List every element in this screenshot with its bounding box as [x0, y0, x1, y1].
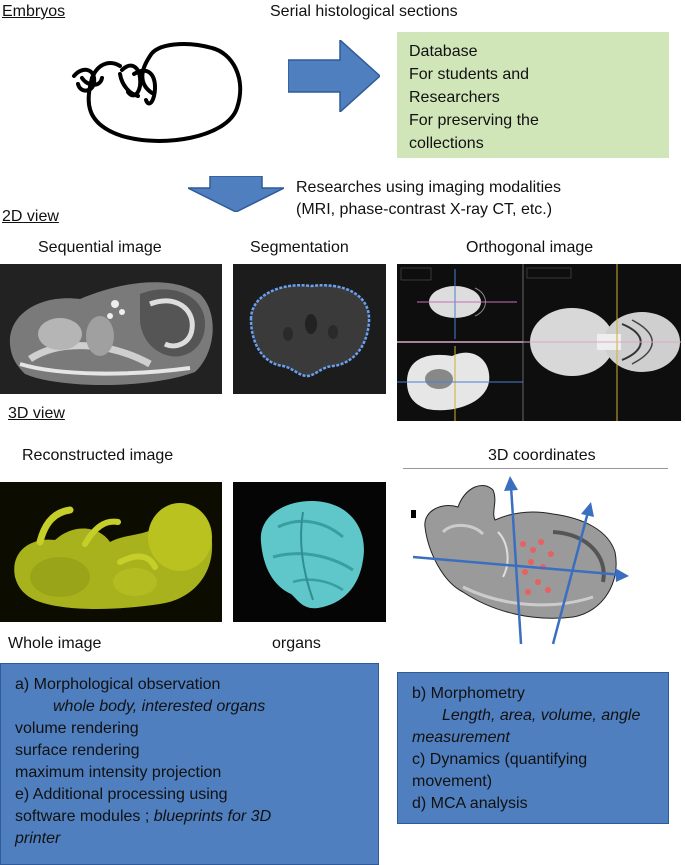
embryos-label: Embryos [2, 3, 66, 20]
segmentation-label: Segmentation [250, 239, 349, 256]
box-left-line-part: software modules ; [15, 808, 154, 825]
reconstructed-whole-image [0, 482, 222, 622]
serial-sections-label: Serial histological sections [270, 3, 458, 20]
box-left-line: software modules ; blueprints for 3D [15, 806, 364, 828]
sequential-image-label: Sequential image [38, 239, 162, 256]
morphological-box: a) Morphological observation whole body,… [0, 663, 379, 865]
coordinates-divider [403, 468, 668, 469]
box-left-line: maximum intensity projection [15, 764, 222, 781]
orthogonal-image [397, 264, 681, 421]
reconstructed-image-label: Reconstructed image [22, 447, 174, 464]
box-right-line: measurement [412, 729, 510, 746]
box-left-line: a) Morphological observation [15, 676, 221, 693]
view-2d-label: 2D view [2, 208, 59, 225]
box-left-line: volume rendering [15, 720, 139, 737]
database-line: Database [409, 43, 478, 60]
box-left-line-part: blueprints for 3D [153, 808, 272, 825]
database-line: For students and [409, 66, 530, 83]
database-line: collections [409, 135, 484, 152]
morphometry-box: b) Morphometry Length, area, volume, ang… [397, 672, 669, 824]
database-line: Researchers [409, 89, 500, 106]
coordinates-3d-label: 3D coordinates [488, 447, 596, 464]
box-right-line: Length, area, volume, angle [442, 707, 641, 724]
research-line-1: Researches using imaging modalities [296, 179, 562, 196]
right-arrow-icon [288, 40, 380, 112]
box-right-line: c) Dynamics (quantifying [412, 751, 588, 768]
box-left-line: printer [15, 830, 61, 847]
organs-image [233, 482, 386, 622]
box-right-line: movement) [412, 773, 493, 790]
organs-label: organs [272, 635, 321, 652]
database-box: Database For students and Researchers Fo… [397, 32, 669, 158]
view-3d-label: 3D view [8, 405, 65, 422]
box-left-line: surface rendering [15, 742, 140, 759]
box-right-line: b) Morphometry [412, 685, 525, 702]
database-line: For preserving the [409, 112, 539, 129]
embryo-drawing [72, 42, 243, 143]
segmentation-image [233, 264, 386, 394]
whole-image-label: Whole image [8, 635, 102, 652]
box-left-line: whole body, interested organs [53, 698, 266, 715]
research-line-2: (MRI, phase-contrast X-ray CT, etc.) [296, 201, 553, 218]
down-arrow-icon [188, 176, 284, 212]
box-left-line: e) Additional processing using [15, 786, 228, 803]
sequential-image [0, 264, 222, 394]
coordinates-3d-image [411, 476, 629, 645]
box-right-line: d) MCA analysis [412, 795, 528, 812]
orthogonal-image-label: Orthogonal image [466, 239, 594, 256]
